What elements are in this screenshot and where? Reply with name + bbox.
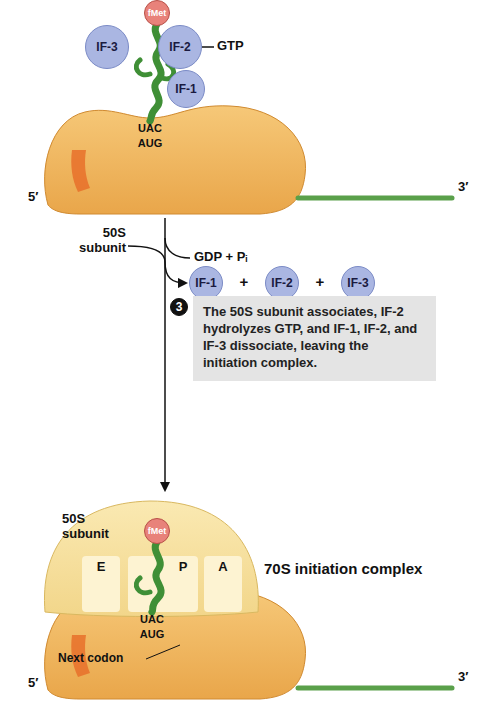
large-subunit [44,501,258,617]
factor-circle: IF-2 [265,266,299,300]
label: AUG [140,628,164,641]
callout-number: 3 [170,298,188,316]
note-text: The 50S subunit associates, IF-2 hydroly… [203,304,426,372]
node-label: fMet [148,527,167,536]
label: 3′ [458,180,468,195]
label: + [316,273,325,290]
node-label: IF-1 [195,277,216,289]
factor-circle: IF-1 [189,266,223,300]
label: 50S subunit [62,512,122,542]
label: + [240,273,249,290]
factor-circle: IF-3 [341,266,375,300]
leader-line [146,645,180,659]
label: 3′ [458,670,468,685]
label: E [97,560,106,575]
fmet-circle: fMet [144,518,171,545]
reaction-arrow [128,218,190,490]
label: UAC [138,122,162,135]
node-label: 3 [176,301,183,313]
label: 50S subunit [64,226,126,256]
label: P [179,560,188,575]
step-note: The 50S subunit associates, IF-2 hydroly… [193,296,436,381]
label: GTP [217,39,244,54]
gtp-bond [202,46,214,48]
node-label: IF-1 [175,83,196,95]
fmet-circle: fMet [144,0,171,26]
factor-circle: IF-1 [167,70,205,108]
node-label: IF-3 [347,277,368,289]
node-label: IF-2 [271,277,292,289]
label: 5′ [28,676,38,691]
label: 70S initiation complex [264,560,422,577]
node-label: fMet [148,9,167,18]
label: 5′ [28,190,38,205]
label: Next codon [58,652,123,666]
label: AUG [138,137,162,150]
trna [136,542,161,612]
label: GDP + Pᵢ [194,250,247,265]
node-label: IF-2 [169,41,190,53]
label: UAC [140,613,164,626]
factor-circle: IF-2 [158,25,202,69]
label: A [218,560,227,575]
small-subunit [45,106,452,214]
node-label: IF-3 [96,41,117,53]
factor-circle: IF-3 [85,25,129,69]
